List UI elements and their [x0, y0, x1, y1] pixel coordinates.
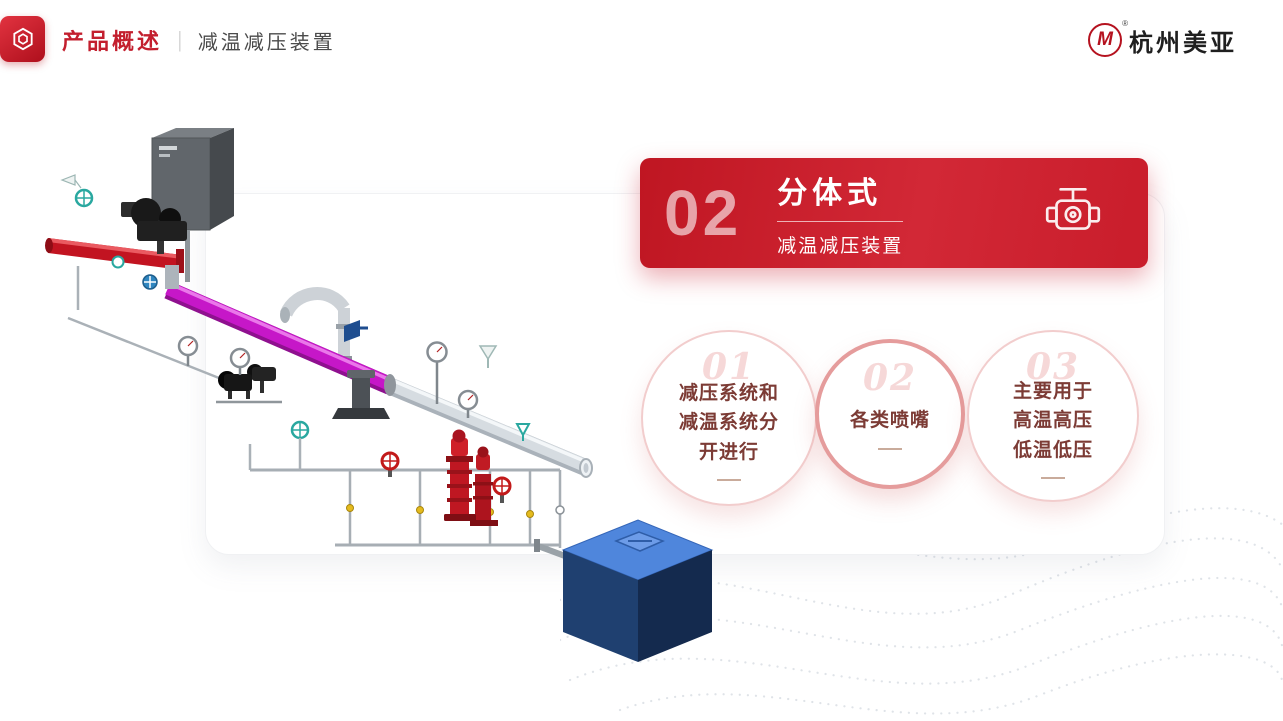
elbow-pipe	[280, 287, 368, 362]
feature-text-line: 主要用于	[1012, 380, 1093, 402]
title-divider: |	[178, 27, 182, 52]
page-title: 减温减压装置	[197, 31, 336, 54]
spray-nozzles	[290, 345, 531, 470]
hexagon-box-icon	[12, 27, 33, 51]
feature-text-line: 减温系统分	[678, 412, 779, 434]
feature-text: 主要用于 高温高压 低温低压	[1013, 377, 1093, 465]
feature-index: 02	[862, 357, 918, 399]
red-vertical-pumps	[444, 429, 498, 526]
pressure-gauges	[177, 335, 479, 418]
feature-index: 01	[701, 346, 757, 388]
brand-logo: M ®	[1088, 19, 1128, 57]
pipe-support	[332, 370, 390, 419]
banner-text: 分体式 减温减压装置	[777, 168, 904, 258]
black-pumps	[216, 364, 282, 404]
m-circle-logo: M	[1088, 23, 1122, 57]
valve-dots	[346, 504, 534, 518]
header: 产品概述 | 减温减压装置 M ® 杭州美亚	[0, 0, 1283, 80]
feature-dash	[1041, 477, 1065, 480]
registered-mark: ®	[1122, 19, 1128, 28]
feature-text-line: 各类喷嘴	[849, 410, 930, 432]
brand-name: 杭州美亚	[1129, 29, 1237, 57]
banner-subtitle: 减温减压装置	[777, 221, 904, 258]
blue-valve	[142, 274, 158, 290]
banner-title: 分体式	[777, 177, 883, 210]
section-title: 产品概述	[62, 29, 163, 54]
banner: 02 分体式 减温减压装置	[640, 158, 1148, 268]
banner-number: 02	[664, 177, 742, 249]
red-handwheel-valves	[380, 451, 512, 503]
feature-dash	[878, 447, 902, 450]
valve-actuator	[60, 174, 187, 269]
feature-text-line: 高温高压	[1012, 410, 1093, 432]
feature-text-line: 减压系统和	[678, 382, 779, 404]
feature-text-line: 开进行	[698, 441, 759, 463]
feature-index: 03	[1025, 346, 1081, 388]
feature-circle-3: 03 主要用于 高温高压 低温低压	[967, 330, 1139, 502]
main-pipe	[164, 281, 593, 478]
feature-dash	[717, 479, 741, 482]
thin-pipes	[67, 266, 252, 470]
brand-logo-group: M ® 杭州美亚	[1088, 0, 1237, 80]
feature-circle-1: 01 减压系统和 减温系统分 开进行	[641, 330, 817, 506]
feature-text: 各类喷嘴	[850, 406, 930, 435]
water-tank	[534, 519, 714, 662]
feature-circle-2: 02 各类喷嘴	[815, 339, 965, 489]
logo-letter: M	[1097, 29, 1113, 50]
pipe-rails	[250, 468, 565, 548]
piping-3d-illustration	[45, 128, 714, 662]
feature-text-line: 低温低压	[1012, 439, 1093, 461]
app-badge	[0, 16, 45, 62]
feature-text: 减压系统和 减温系统分 开进行	[679, 379, 779, 467]
red-inlet-pipe	[45, 238, 184, 289]
control-valve-icon	[1040, 183, 1106, 244]
